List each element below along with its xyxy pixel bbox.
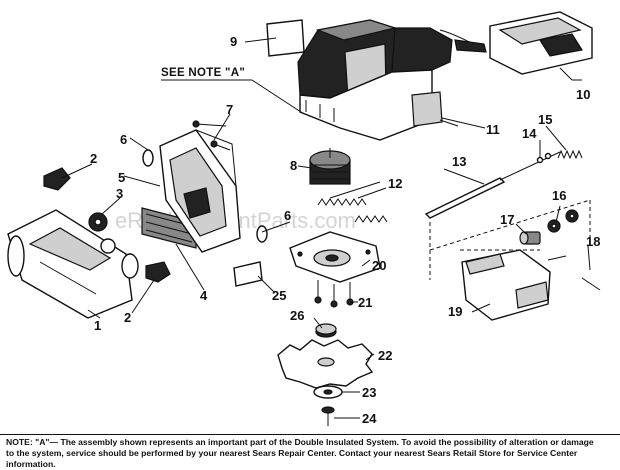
part-label-16: 16 xyxy=(552,188,566,203)
part-label-15: 15 xyxy=(538,112,552,127)
part-label-2-upper: 2 xyxy=(90,151,97,166)
part-23-washer xyxy=(313,385,343,399)
part-15-spring xyxy=(557,149,583,160)
part-6-spacer-right xyxy=(256,225,268,243)
note-a-footer: NOTE: "A"— The assembly shown represents… xyxy=(0,434,620,470)
see-note-a-label: SEE NOTE "A" xyxy=(161,67,245,79)
part-label-5: 5 xyxy=(118,170,125,185)
part-11-motor-housing xyxy=(297,19,487,141)
part-3-gear xyxy=(88,212,116,254)
part-8-drive-gear xyxy=(309,148,351,185)
part-1-base-frame xyxy=(7,209,139,319)
part-9-label-plate xyxy=(244,19,305,57)
part-label-26: 26 xyxy=(290,308,304,323)
part-label-21: 21 xyxy=(358,295,372,310)
part-label-7: 7 xyxy=(226,102,233,117)
part-label-25: 25 xyxy=(272,288,286,303)
part-6-spacer-left xyxy=(142,149,154,167)
part-label-17: 17 xyxy=(500,212,514,227)
note-line-3: information. xyxy=(6,459,56,469)
part-17-bushing xyxy=(519,231,541,245)
part-label-12: 12 xyxy=(388,176,402,191)
note-line-2: to the system, service should be perform… xyxy=(6,448,578,458)
part-label-13: 13 xyxy=(452,154,466,169)
part-25-label xyxy=(233,261,263,287)
part-label-24: 24 xyxy=(362,411,377,426)
guide-lines xyxy=(429,199,591,280)
part-label-8: 8 xyxy=(290,158,297,173)
part-16-nuts xyxy=(547,209,579,233)
part-20-base-plate xyxy=(289,231,381,283)
part-21-screws xyxy=(314,280,354,308)
part-7-screws xyxy=(192,120,231,151)
part-label-4: 4 xyxy=(200,288,208,303)
part-label-14: 14 xyxy=(522,126,537,141)
note-line-1: NOTE: "A"— The assembly shown represents… xyxy=(6,437,594,447)
part-label-19: 19 xyxy=(448,304,462,319)
part-label-9: 9 xyxy=(230,34,237,49)
exploded-parts-diagram: eReplacementParts.com SEE NOTE "A" xyxy=(7,11,601,426)
part-label-1: 1 xyxy=(94,318,101,333)
part-label-6-right: 6 xyxy=(284,208,291,223)
part-label-23: 23 xyxy=(362,385,376,400)
part-label-20: 20 xyxy=(372,258,386,273)
part-5-block-housing xyxy=(159,129,241,253)
see-note-a-arrow xyxy=(251,79,305,115)
part-2-clamp-knob-upper xyxy=(43,167,71,191)
part-19-bracket xyxy=(461,249,551,321)
part-26-bearing xyxy=(315,323,337,338)
leader-lines xyxy=(61,79,591,419)
part-2-clamp-knob-lower xyxy=(145,261,171,283)
part-12-springs xyxy=(317,187,388,223)
part-label-22: 22 xyxy=(378,348,392,363)
part-14-pin xyxy=(536,152,552,164)
part-label-3: 3 xyxy=(116,186,123,201)
part-18-screws xyxy=(547,255,601,291)
part-label-2-lower: 2 xyxy=(124,310,131,325)
part-24-screw xyxy=(321,406,335,426)
part-22-cutter-disc xyxy=(277,339,374,389)
part-label-18: 18 xyxy=(586,234,600,249)
part-label-11: 11 xyxy=(486,122,500,137)
part-label-6-left: 6 xyxy=(120,132,127,147)
part-10-dust-box xyxy=(489,11,593,81)
part-label-10: 10 xyxy=(576,87,590,102)
